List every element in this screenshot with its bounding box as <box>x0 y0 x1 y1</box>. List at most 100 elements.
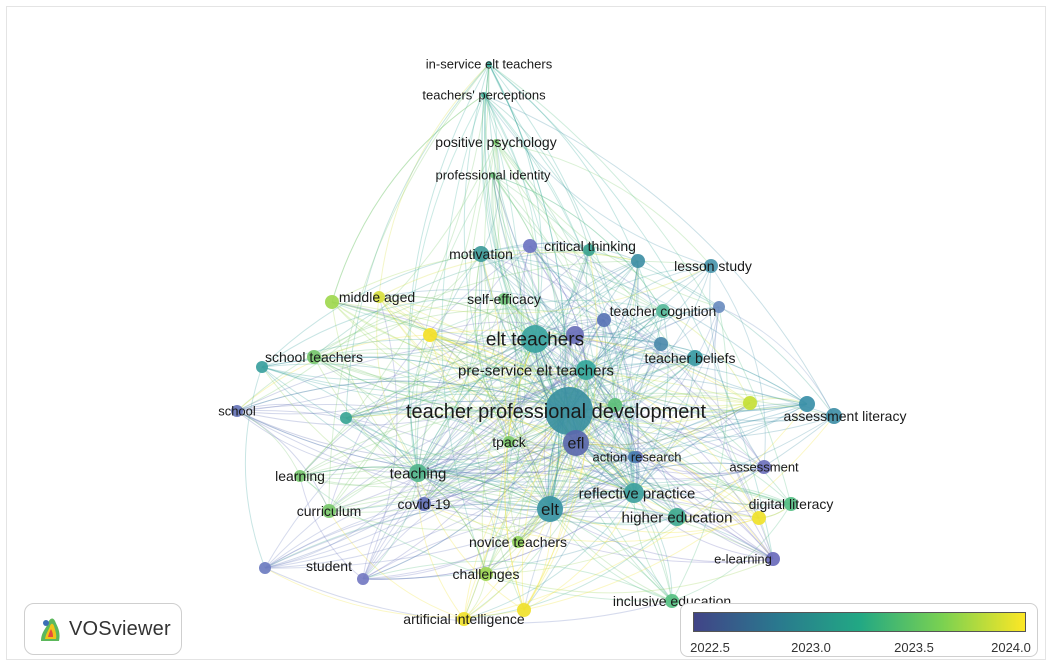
node-label-curriculum[interactable]: curriculum <box>297 503 362 519</box>
node-label-critical-thinking[interactable]: critical thinking <box>544 238 636 254</box>
node-label-assessment-literacy[interactable]: assessment literacy <box>784 408 907 424</box>
node-elt[interactable] <box>537 496 563 522</box>
node-artificial-intelligence-2[interactable] <box>517 603 531 617</box>
node-teacher-cognition[interactable] <box>656 304 670 318</box>
node-label-school-teachers[interactable]: school teachers <box>265 349 363 365</box>
node-label-teacher-cognition[interactable]: teacher cognition <box>610 303 717 319</box>
node-label-action-research[interactable]: action research <box>593 450 682 465</box>
node-assessment[interactable] <box>757 460 771 474</box>
node-teacher-beliefs-a[interactable] <box>654 337 668 351</box>
node-curriculum[interactable] <box>322 504 336 518</box>
node-critical-thinking[interactable] <box>523 239 537 253</box>
node-label-challenges[interactable]: challenges <box>453 566 520 582</box>
node-label-lesson-study[interactable]: lesson study <box>674 258 752 274</box>
network-link <box>236 410 638 475</box>
node-left-teal[interactable] <box>340 412 352 424</box>
node-label-self-efficacy[interactable]: self-efficacy <box>467 291 541 307</box>
node-school-teachers-2[interactable] <box>256 361 268 373</box>
node-lesson-study[interactable] <box>704 259 718 273</box>
node-teachers-perceptions[interactable] <box>481 92 487 98</box>
node-novice-teachers[interactable] <box>512 536 524 548</box>
node-teacher-beliefs[interactable] <box>687 350 703 366</box>
network-map[interactable]: in-service elt teachers teachers' percept… <box>7 7 1045 659</box>
node-positive-psychology[interactable] <box>493 139 499 145</box>
node-digital-literacy-yellow[interactable] <box>752 511 766 525</box>
node-critical-thinking-2[interactable] <box>583 244 595 256</box>
node-label-e-learning[interactable]: e-learning <box>714 552 772 567</box>
node-assessment-literacy-yellow[interactable] <box>743 396 757 410</box>
node-label-artificial-intelligence[interactable]: artificial intelligence <box>403 611 525 627</box>
node-assessment-literacy[interactable] <box>826 408 842 424</box>
node-label-school[interactable]: school <box>218 404 256 419</box>
network-link <box>504 338 536 611</box>
node-tpd-green[interactable] <box>608 398 622 412</box>
node-label-novice-teachers[interactable]: novice teachers <box>469 534 567 550</box>
node-in-service-elt-teachers[interactable] <box>486 61 492 67</box>
node-motivation[interactable] <box>473 246 489 262</box>
node-label-assessment[interactable]: assessment <box>729 460 799 475</box>
network-link <box>534 332 696 359</box>
network-link <box>331 94 485 303</box>
network-link <box>588 249 835 417</box>
node-e-learning[interactable] <box>766 552 780 566</box>
node-inclusive-education[interactable] <box>665 594 679 608</box>
node-elt-teachers-purple[interactable] <box>566 326 584 344</box>
node-label-teacher-beliefs[interactable]: teacher beliefs <box>644 350 735 366</box>
node-label-student[interactable]: student <box>306 558 352 574</box>
node-school-teachers[interactable] <box>307 350 321 364</box>
node-label-digital-literacy[interactable]: digital literacy <box>749 496 834 512</box>
node-label-reflective-practice[interactable]: reflective practice <box>579 485 696 502</box>
node-school[interactable] <box>231 405 243 417</box>
node-pre-service-elt-teachers[interactable] <box>576 360 596 380</box>
node-label-elt-teachers[interactable]: elt teachers <box>486 330 584 351</box>
node-label-learning[interactable]: learning <box>275 468 325 484</box>
node-higher-education[interactable] <box>668 508 686 526</box>
node-teacher-cognition-a[interactable] <box>597 313 611 327</box>
network-link <box>481 338 536 575</box>
node-label-higher-education[interactable]: higher education <box>622 509 733 526</box>
node-assessment-literacy-a[interactable] <box>799 396 815 412</box>
node-label-elt[interactable]: elt <box>541 500 559 519</box>
node-label-teachers-perceptions[interactable]: teachers' perceptions <box>422 88 546 103</box>
node-label-pre-service-elt-teachers[interactable]: pre-service elt teachers <box>458 362 614 379</box>
network-link <box>417 334 576 474</box>
node-reflective-practice[interactable] <box>624 483 644 503</box>
network-canvas[interactable]: in-service elt teachers teachers' percept… <box>6 6 1046 660</box>
node-label-efl[interactable]: efl <box>568 436 585 453</box>
node-professional-identity[interactable] <box>490 172 496 178</box>
node-elt-teachers[interactable] <box>521 325 549 353</box>
node-teaching[interactable] <box>409 464 427 482</box>
network-link <box>534 338 678 518</box>
node-covid-19[interactable] <box>417 497 431 511</box>
node-learning[interactable] <box>294 470 306 482</box>
node-self-efficacy[interactable] <box>498 293 510 305</box>
node-tpack[interactable] <box>503 436 515 448</box>
network-link <box>362 510 678 580</box>
node-student-2[interactable] <box>357 573 369 585</box>
network-link <box>328 410 570 512</box>
node-label-tpack[interactable]: tpack <box>492 434 526 450</box>
node-teacher-professional-development[interactable] <box>545 387 593 435</box>
node-label-professional-identity[interactable]: professional identity <box>436 168 551 183</box>
node-label-positive-psychology[interactable]: positive psychology <box>435 134 556 150</box>
network-link <box>633 492 760 521</box>
node-digital-literacy[interactable] <box>784 497 798 511</box>
node-label-middle-aged[interactable]: middle aged <box>339 289 415 305</box>
node-label-covid-19[interactable]: covid-19 <box>398 496 451 512</box>
node-label-teaching[interactable]: teaching <box>390 465 447 482</box>
node-action-research-2[interactable] <box>628 451 640 463</box>
node-challenges[interactable] <box>479 567 493 581</box>
node-label-in-service-elt-teachers[interactable]: in-service elt teachers <box>426 57 553 72</box>
node-lesson-study-a[interactable] <box>631 254 645 268</box>
node-label-motivation[interactable]: motivation <box>449 246 513 262</box>
node-middle-aged-2[interactable] <box>373 291 385 303</box>
network-link <box>483 94 664 312</box>
network-link <box>415 174 494 474</box>
node-yellow-upper[interactable] <box>423 328 437 342</box>
node-middle-aged[interactable] <box>325 295 339 309</box>
node-label-teacher-professional-development[interactable]: teacher professional development <box>406 401 707 423</box>
node-artificial-intelligence[interactable] <box>457 612 471 626</box>
node-efl[interactable] <box>563 430 589 456</box>
node-teacher-cognition-b[interactable] <box>713 301 725 313</box>
node-student[interactable] <box>259 562 271 574</box>
